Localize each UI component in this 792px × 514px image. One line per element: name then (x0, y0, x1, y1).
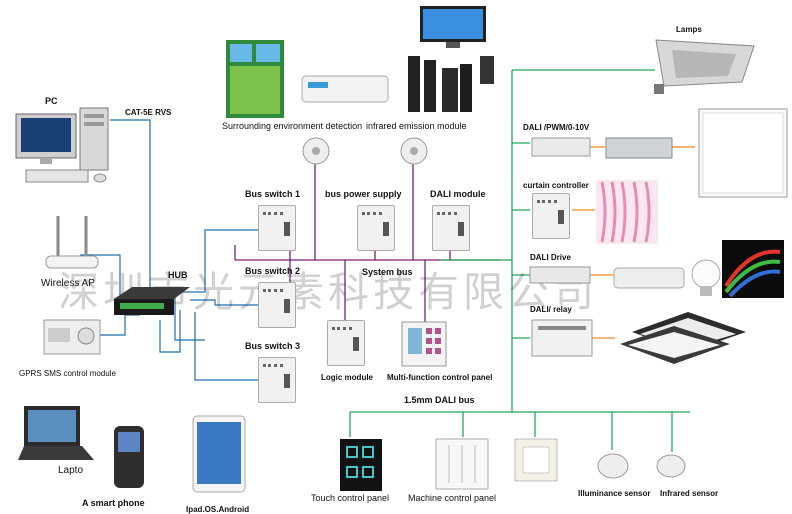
wireless-ap-icon (45, 216, 99, 269)
gprs-module-icon (43, 319, 101, 355)
logic-module-label: Logic module (321, 373, 373, 382)
pc-icon (15, 107, 109, 183)
machine-panel-label: Machine control panel (408, 493, 497, 503)
machine-panel-icon (435, 438, 489, 490)
touch-panel-label: Touch control panel (311, 493, 390, 503)
ir-dome-icon (400, 137, 428, 165)
bus-switch-3-module (258, 357, 296, 403)
panel-light-icon (698, 108, 788, 198)
multi-function-panel-icon (401, 321, 447, 367)
smartphone-icon (114, 426, 144, 488)
dali-module (432, 205, 470, 251)
ceiling-lamp-icon (620, 312, 746, 364)
led-driver-icon (605, 137, 673, 159)
cat5-label: CAT-5E RVS (125, 108, 172, 117)
curtain-label: curtain controller (523, 181, 589, 190)
mf-panel-label: Multi-function control panel (387, 373, 493, 382)
infrared-emission-label: infrared emission module (366, 121, 467, 131)
illuminance-sensor-icon (597, 453, 629, 479)
curtain-controller-module (532, 193, 570, 239)
infrared-sensor-label: Infrared sensor (660, 489, 719, 498)
ipad-label: Ipad.OS.Android (186, 505, 250, 514)
output-wires (572, 146, 695, 339)
rgb-strip-icon (722, 240, 784, 298)
led-bulbs-icon (613, 259, 721, 296)
flood-lamp-icon (654, 39, 755, 94)
wireless-ap-label: Wireless AP (41, 278, 95, 289)
dali-bus-wires (349, 69, 690, 452)
surrounding-label: Surrounding environment detection (222, 121, 363, 131)
system-bus-label: System bus (362, 267, 413, 277)
bus-switch-2-module (258, 282, 296, 328)
bus-power-module (357, 205, 395, 251)
touch-panel-icon (340, 439, 382, 491)
dali-pwm-driver-icon (531, 137, 591, 157)
air-conditioner-icon (301, 75, 389, 103)
pc-label: PC (45, 96, 58, 106)
hub-label: HUB (168, 270, 188, 280)
window-icon (226, 40, 284, 118)
dali-relay-icon (531, 319, 593, 357)
hub-icon (114, 287, 190, 315)
dali-drive-icon (529, 266, 591, 284)
wall-switch-icon (514, 438, 558, 482)
bus-switch-1-label: Bus switch 1 (245, 189, 301, 199)
dali-drive-label: DALI Drive (530, 253, 571, 262)
dali-relay-label: DALI/ relay (530, 305, 572, 314)
sensor-dome-icon (302, 137, 330, 165)
infrared-sensor-icon (656, 454, 686, 478)
ipad-icon (192, 415, 246, 493)
dali-bus-label: 1.5mm DALI bus (404, 395, 475, 405)
bus-power-label: bus power supply (325, 189, 402, 199)
bus-switch-2-label: Bus switch 2 (245, 266, 301, 276)
laptop-label: Lapto (58, 465, 84, 476)
dali-module-label: DALI module (430, 189, 486, 199)
curtain-icon (596, 180, 658, 244)
illuminance-label: Illuminance sensor (578, 489, 651, 498)
speaker-set-icon (408, 56, 494, 112)
bus-switch-1-module (258, 205, 296, 251)
dali-pwm-label: DALI /PWM/0-10V (523, 123, 590, 132)
logic-module (327, 320, 365, 366)
gprs-label: GPRS SMS control module (19, 369, 116, 378)
tv-icon (420, 6, 486, 48)
laptop-icon (18, 406, 94, 460)
bus-switch-3-label: Bus switch 3 (245, 341, 301, 351)
smartphone-label: A smart phone (82, 498, 145, 508)
lamps-label: Lamps (676, 25, 702, 34)
